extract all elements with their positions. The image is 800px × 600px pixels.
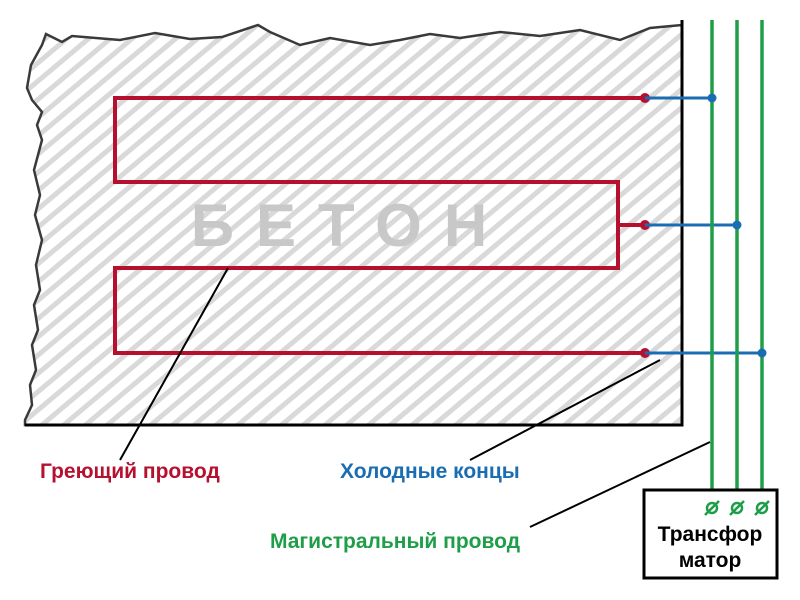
concrete-edge <box>25 20 684 427</box>
cold-end-junctions <box>707 93 767 358</box>
cold-ends-label: Холодные концы <box>340 460 520 483</box>
transformer-label-line1: Трансфор <box>658 523 763 546</box>
main-wire-label: Магистральный провод <box>270 530 520 553</box>
cold-ends <box>645 96 762 355</box>
transformer-terminal-icons <box>704 500 770 516</box>
transformer-box <box>642 488 779 580</box>
leader-lines <box>119 267 711 528</box>
transformer-label-line2: матор <box>679 549 742 572</box>
concrete-slab <box>23 23 684 427</box>
main-wires <box>710 20 764 503</box>
heating-wire-label: Греющий провод <box>40 460 220 483</box>
concrete-label: БЕТОН <box>191 192 509 259</box>
